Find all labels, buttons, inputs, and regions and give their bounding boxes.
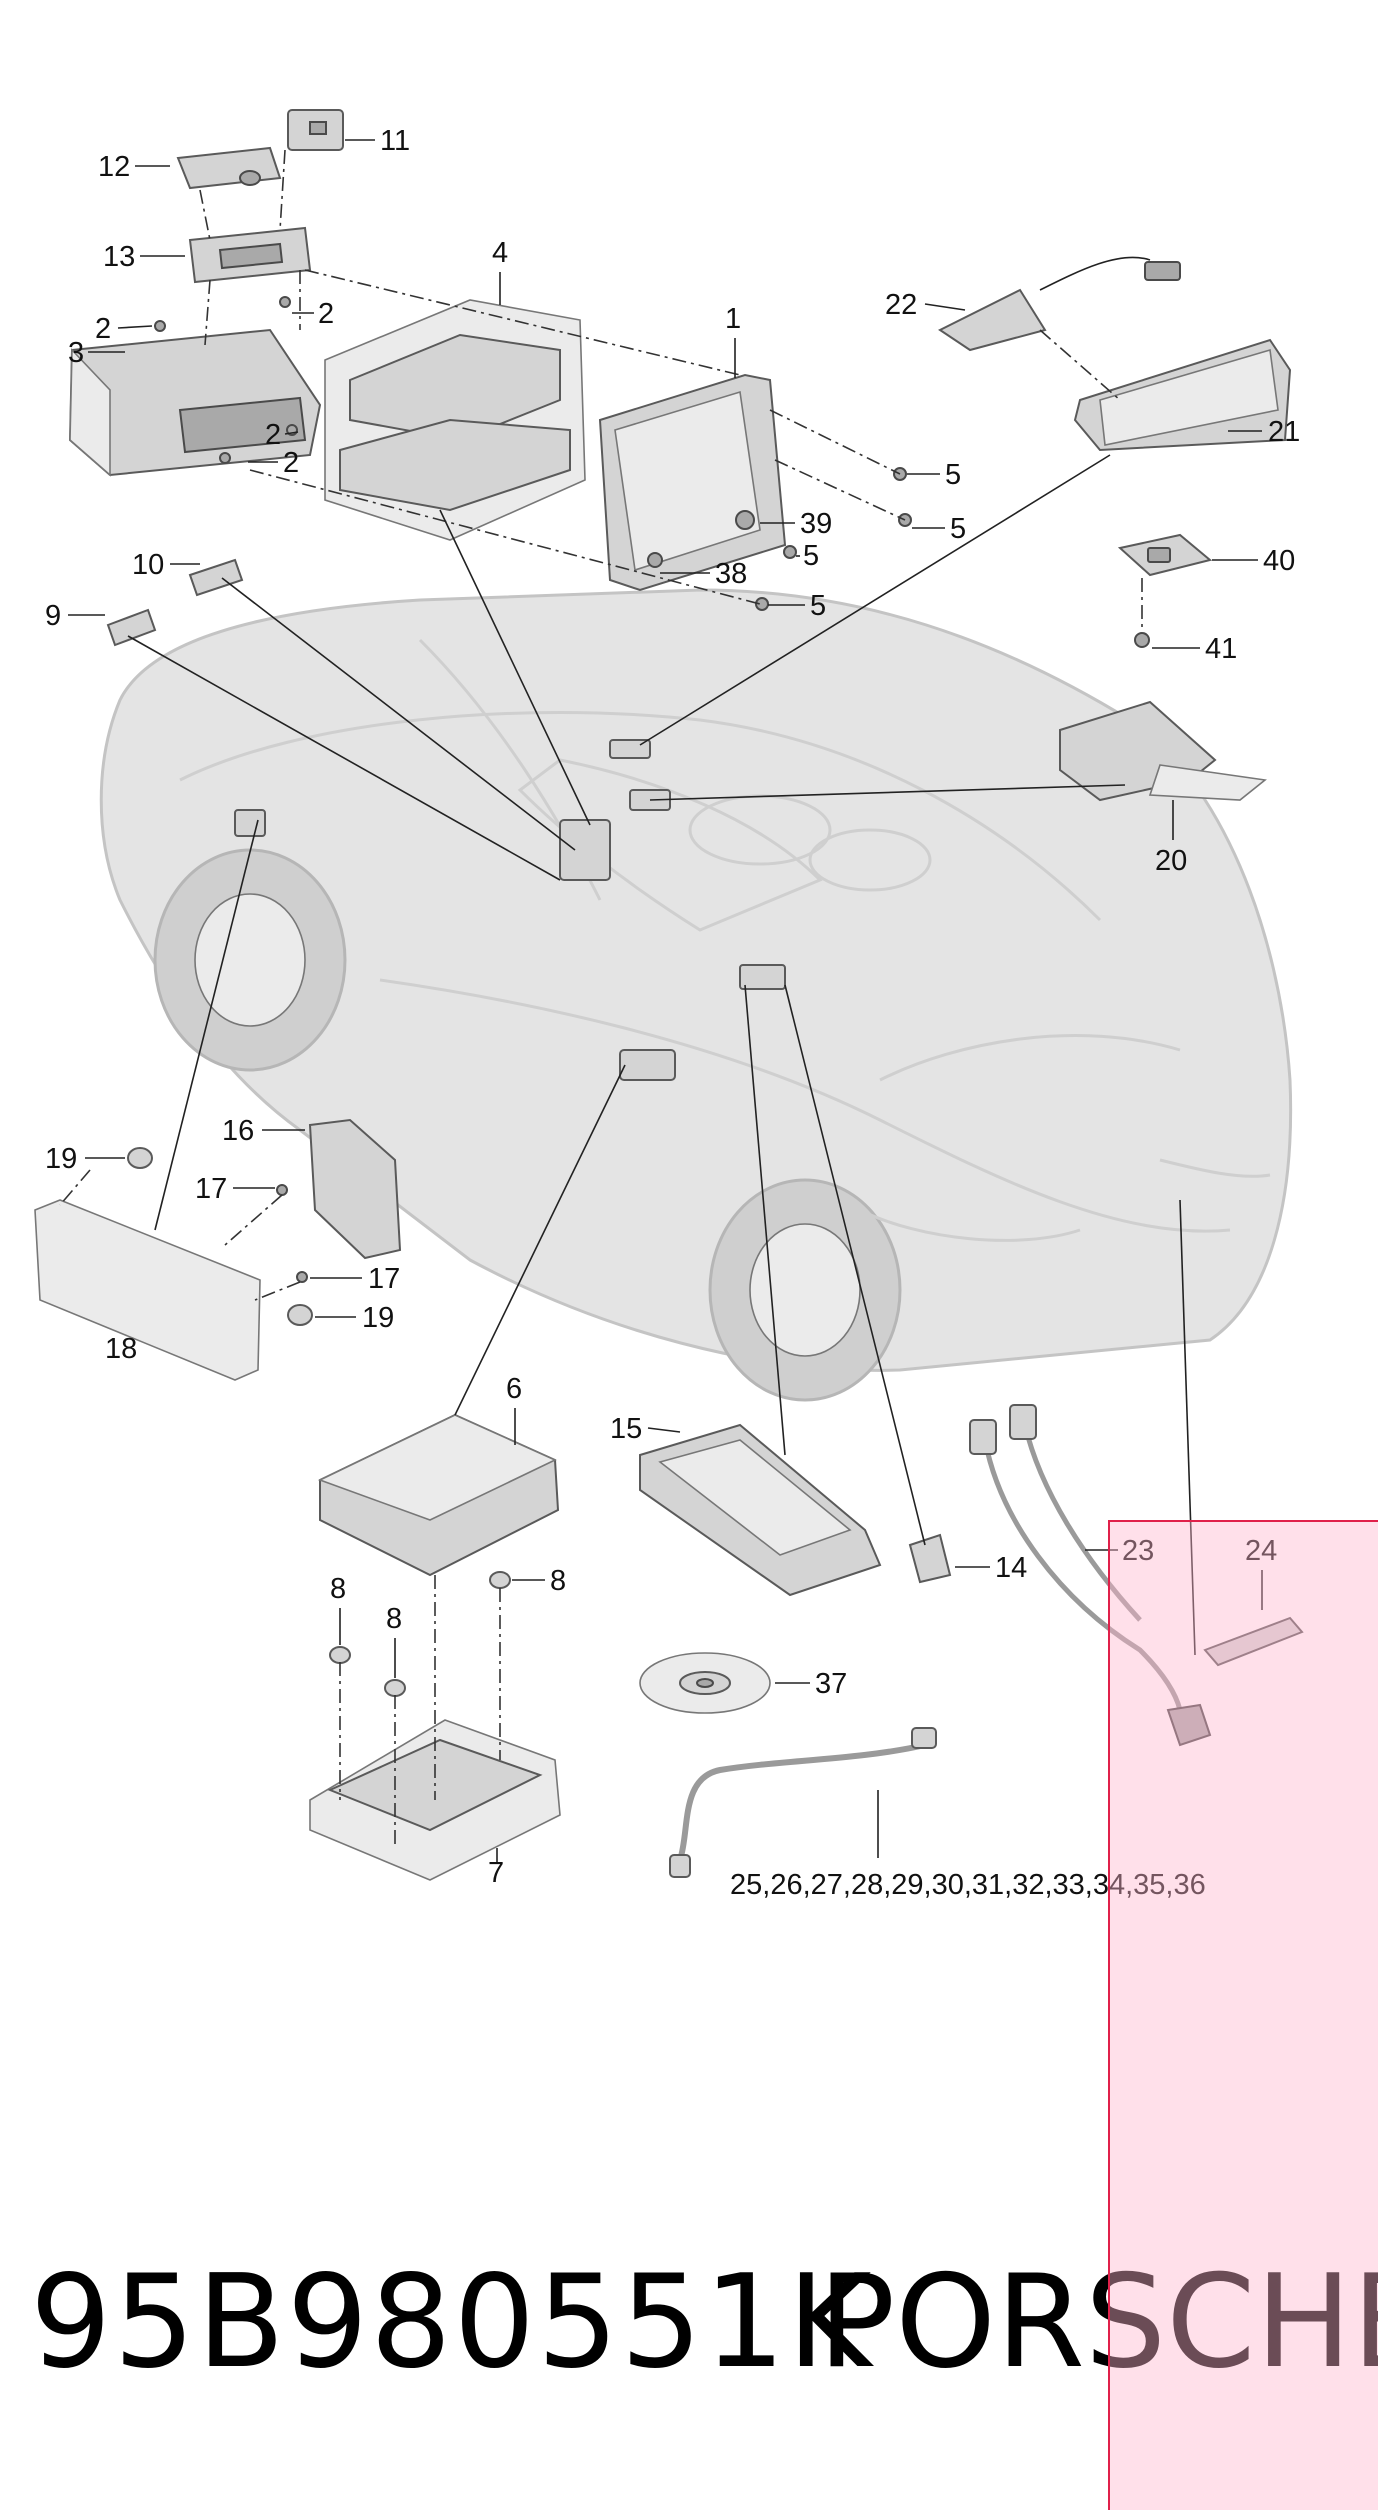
callout-6: 6 bbox=[506, 1373, 522, 1405]
callout-20: 20 bbox=[1155, 845, 1187, 877]
callout-15: 15 bbox=[610, 1413, 642, 1445]
callout-40: 40 bbox=[1263, 545, 1295, 577]
callout-10: 10 bbox=[132, 549, 164, 581]
highlight-region bbox=[1108, 1520, 1378, 2510]
callout-21: 21 bbox=[1268, 416, 1300, 448]
callout-5: 5 bbox=[945, 459, 961, 491]
callout-17: 17 bbox=[195, 1173, 227, 1205]
callout-23: 23 bbox=[1122, 1535, 1154, 1567]
callout-7: 7 bbox=[488, 1857, 504, 1889]
usb-parts bbox=[106, 558, 244, 647]
bracket-cluster bbox=[34, 1118, 402, 1381]
callout-18: 18 bbox=[105, 1333, 137, 1365]
callout-41: 41 bbox=[1205, 633, 1237, 665]
callout-2: 2 bbox=[318, 298, 334, 330]
callout-19: 19 bbox=[362, 1302, 394, 1334]
antenna-parts bbox=[969, 1404, 1304, 1747]
callout-14: 14 bbox=[995, 1552, 1027, 1584]
callout-11: 11 bbox=[380, 125, 410, 157]
amplifier-parts bbox=[938, 256, 1292, 452]
charging-tray bbox=[639, 1423, 952, 1597]
callout-8: 8 bbox=[550, 1565, 566, 1597]
callout-5: 5 bbox=[803, 540, 819, 572]
callout-8: 8 bbox=[330, 1573, 346, 1605]
leader-lines bbox=[59, 149, 1196, 1845]
disc-37 bbox=[639, 1652, 771, 1714]
head-unit-cluster bbox=[68, 109, 912, 611]
callout-2: 2 bbox=[283, 447, 299, 479]
brand-name: PORSCHE bbox=[818, 2248, 1378, 2397]
callout-12: 12 bbox=[98, 151, 130, 183]
callout-2: 2 bbox=[95, 313, 111, 345]
callout-4: 4 bbox=[492, 237, 508, 269]
callout-39: 39 bbox=[800, 508, 832, 540]
callout-17: 17 bbox=[368, 1263, 400, 1295]
callout-5: 5 bbox=[950, 513, 966, 545]
cable-25-36 bbox=[669, 1727, 937, 1878]
callout-13: 13 bbox=[103, 241, 135, 273]
callout-22: 22 bbox=[885, 289, 917, 321]
callout-25-36: 25,26,27,28,29,30,31,32,33,34,35,36 bbox=[730, 1869, 1206, 1901]
callout-16: 16 bbox=[222, 1115, 254, 1147]
callout-24: 24 bbox=[1245, 1535, 1277, 1567]
callout-2: 2 bbox=[265, 419, 281, 451]
module-20 bbox=[1059, 700, 1267, 802]
car-illustration bbox=[99, 588, 1293, 1402]
module-40 bbox=[1117, 533, 1213, 648]
callout-labels: 1 2 2 2 2 3 4 5 5 5 5 6 7 8 8 8 9 10 bbox=[45, 125, 1300, 1901]
callout-37: 37 bbox=[815, 1668, 847, 1700]
callout-19: 19 bbox=[45, 1143, 77, 1175]
callout-1: 1 bbox=[725, 303, 741, 335]
callout-5: 5 bbox=[810, 590, 826, 622]
part-number: 95B980551K bbox=[30, 2248, 874, 2397]
callout-38: 38 bbox=[715, 558, 747, 590]
control-unit-cluster bbox=[309, 1413, 561, 1881]
callout-3: 3 bbox=[68, 337, 84, 369]
callout-9: 9 bbox=[45, 600, 61, 632]
callout-8: 8 bbox=[386, 1603, 402, 1635]
